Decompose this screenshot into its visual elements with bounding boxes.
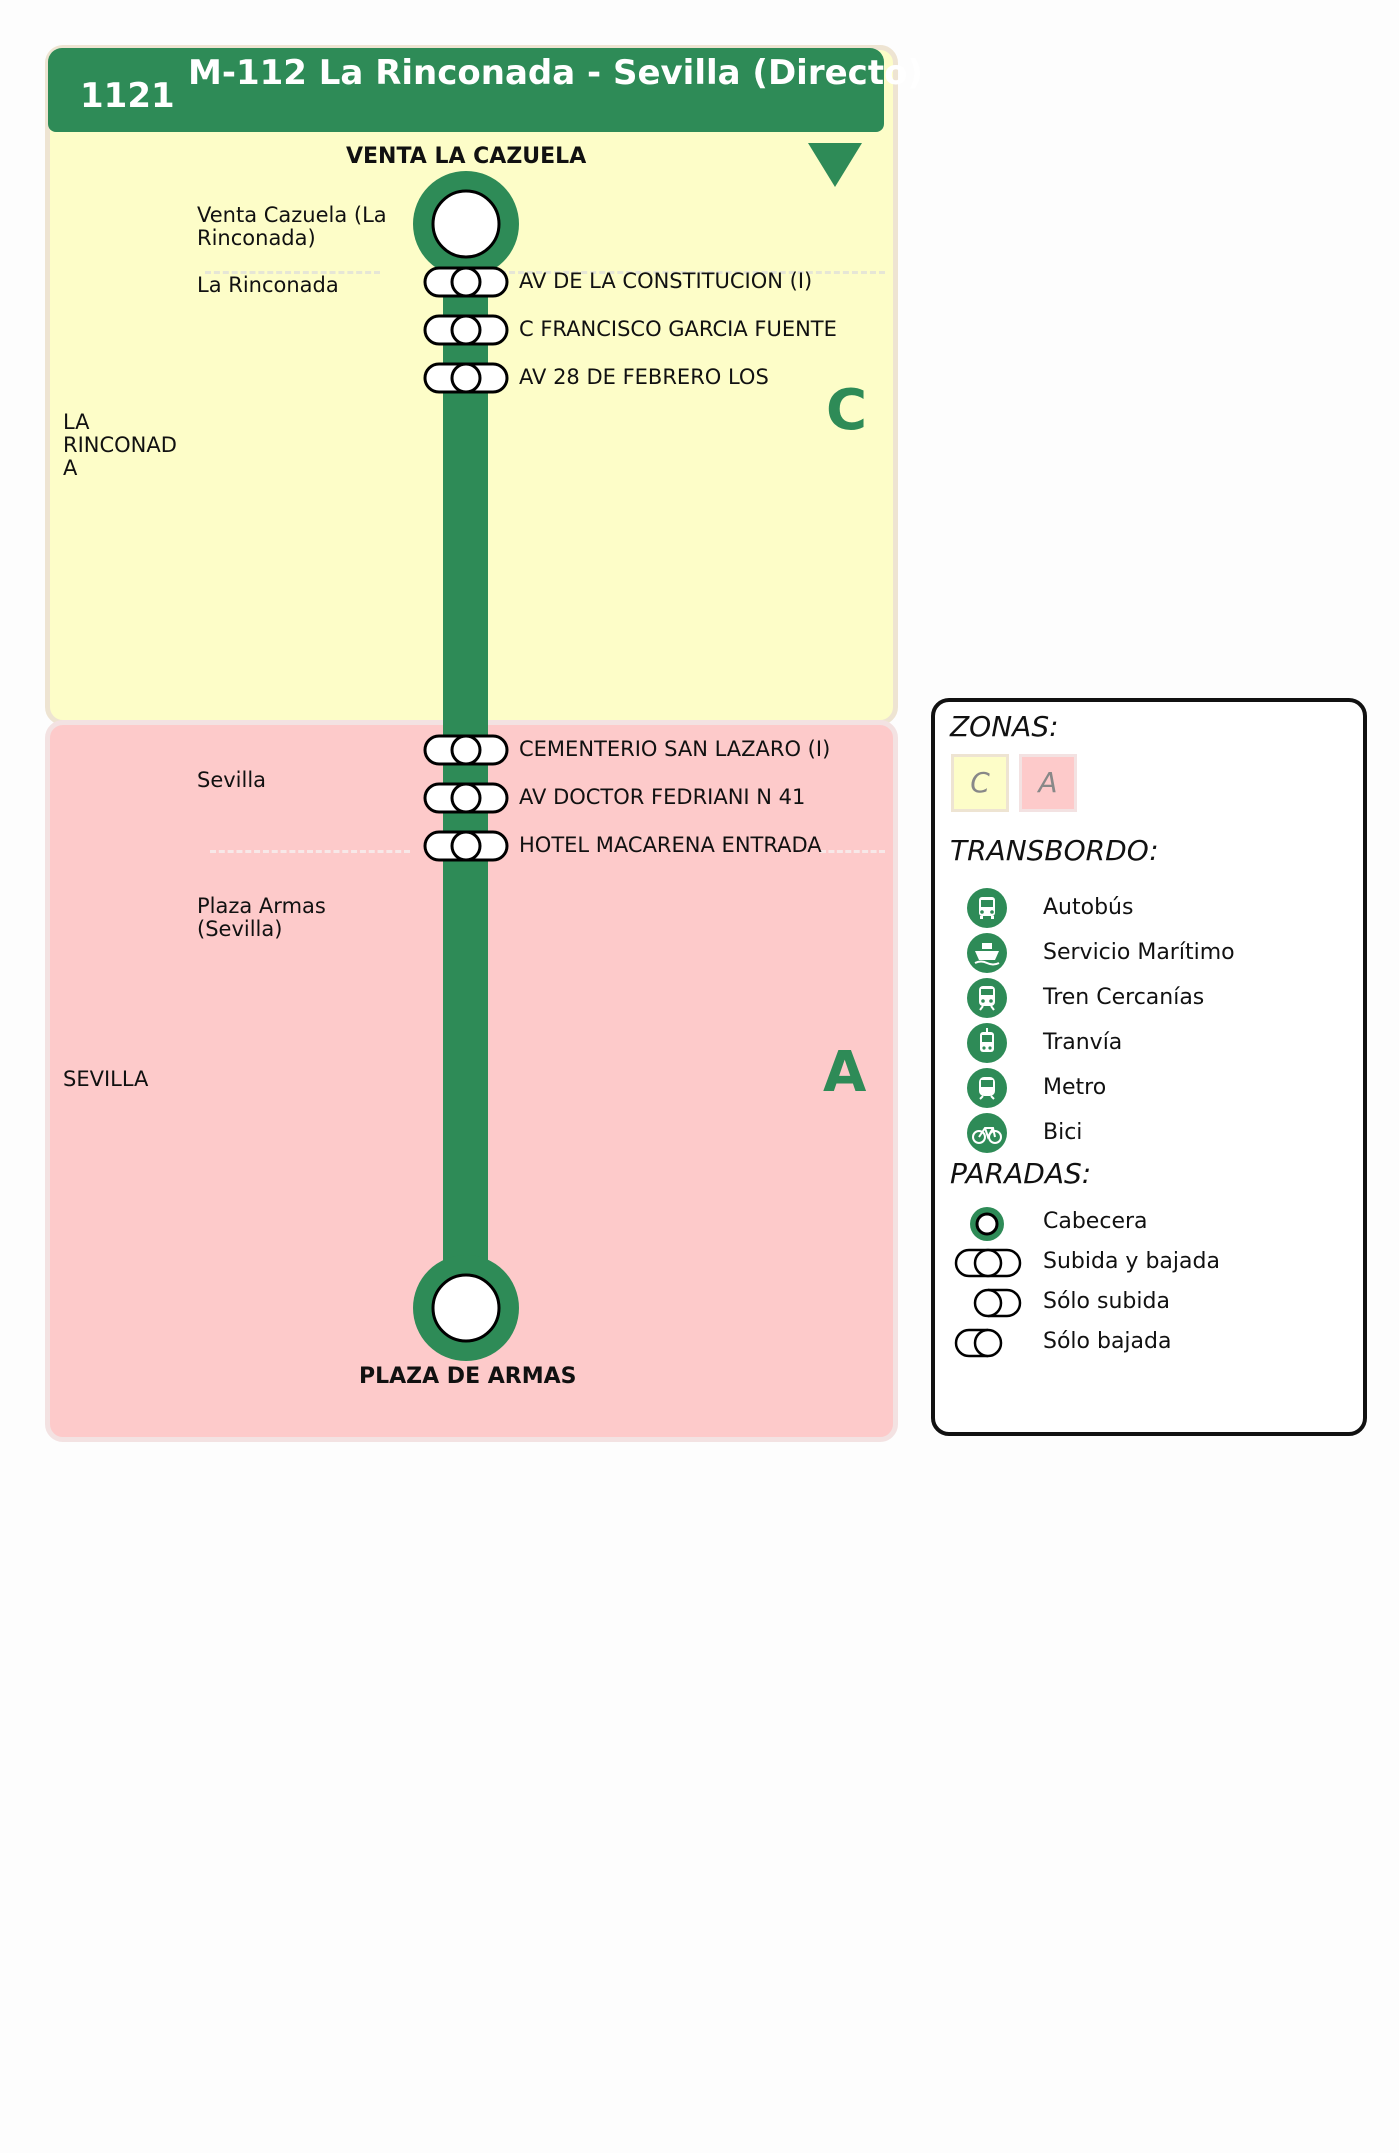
transfer-label: Tren Cercanías bbox=[1043, 985, 1205, 1010]
board-alight-stop-icon bbox=[954, 1248, 1022, 1278]
stop-type-label: Sólo subida bbox=[1043, 1289, 1170, 1314]
transfer-label: Autobús bbox=[1043, 895, 1134, 920]
metro-icon bbox=[967, 1068, 1007, 1108]
town-label: Sevilla bbox=[197, 768, 267, 792]
stop-marker-icon bbox=[423, 266, 509, 298]
stop-marker-icon bbox=[423, 734, 509, 766]
municipality-label: LA RINCONAD A bbox=[63, 410, 177, 480]
town-separator bbox=[820, 850, 885, 853]
stop-label: AV DOCTOR FEDRIANI N 41 bbox=[519, 785, 806, 809]
town-label: Venta Cazuela (La Rinconada) bbox=[197, 203, 387, 250]
town-separator bbox=[205, 271, 380, 274]
line-title: M-112 La Rinconada - Sevilla (Directo) bbox=[188, 53, 923, 93]
stop-marker-icon bbox=[423, 362, 509, 394]
tram-icon bbox=[967, 1023, 1007, 1063]
stop-type-label: Sólo bajada bbox=[1043, 1329, 1172, 1354]
transfer-label: Metro bbox=[1043, 1075, 1107, 1100]
board-only-stop-icon bbox=[973, 1288, 1022, 1318]
stop-label: C FRANCISCO GARCIA FUENTE bbox=[519, 317, 837, 341]
stop-label: HOTEL MACARENA ENTRADA bbox=[519, 833, 822, 857]
stop-label: AV 28 DE FEBRERO LOS bbox=[519, 365, 769, 389]
stop-marker-icon bbox=[423, 830, 509, 862]
town-label: Plaza Armas (Sevilla) bbox=[197, 894, 326, 941]
legend-transbordo-title: TRANSBORDO: bbox=[950, 834, 1159, 867]
municipality-label: SEVILLA bbox=[63, 1067, 149, 1091]
line-code: 1121 bbox=[80, 76, 175, 116]
bike-icon bbox=[967, 1113, 1007, 1153]
origin-terminal-label: VENTA LA CAZUELA bbox=[346, 144, 587, 169]
direction-arrow-icon bbox=[808, 143, 862, 187]
legend-zonas-title: ZONAS: bbox=[950, 710, 1059, 743]
origin-terminal-stop-icon bbox=[413, 171, 519, 277]
stop-type-label: Cabecera bbox=[1043, 1209, 1148, 1234]
terminal-stop-icon bbox=[970, 1207, 1004, 1241]
town-separator bbox=[210, 850, 410, 853]
alight-only-stop-icon bbox=[954, 1328, 1003, 1358]
legend-paradas-title: PARADAS: bbox=[950, 1157, 1092, 1190]
transfer-label: Servicio Marítimo bbox=[1043, 940, 1235, 965]
zone-letter: A bbox=[823, 1040, 867, 1105]
stop-type-label: Subida y bajada bbox=[1043, 1249, 1220, 1274]
route-diagram bbox=[413, 171, 519, 1361]
legend-box: ZONAS: C A TRANSBORDO: Autobús Servicio … bbox=[931, 698, 1367, 1436]
boat-icon bbox=[967, 933, 1007, 973]
transfer-label: Bici bbox=[1043, 1120, 1083, 1145]
line-header: 1121 M-112 La Rinconada - Sevilla (Direc… bbox=[48, 48, 923, 132]
destination-terminal-label: PLAZA DE ARMAS bbox=[359, 1364, 577, 1389]
stop-label: CEMENTERIO SAN LAZARO (I) bbox=[519, 737, 831, 761]
destination-terminal-stop-icon bbox=[413, 1255, 519, 1361]
town-label: La Rinconada bbox=[197, 273, 339, 297]
train-icon bbox=[967, 978, 1007, 1018]
transfer-label: Tranvía bbox=[1043, 1030, 1123, 1055]
zone-c-swatch: C bbox=[951, 754, 1009, 812]
stop-marker-icon bbox=[423, 782, 509, 814]
stop-marker-icon bbox=[423, 314, 509, 346]
zone-a-swatch: A bbox=[1019, 754, 1077, 812]
stop-label: AV DE LA CONSTITUCION (I) bbox=[519, 269, 813, 293]
bus-icon bbox=[967, 888, 1007, 928]
zone-letter: C bbox=[826, 378, 868, 443]
town-separator bbox=[500, 271, 885, 274]
